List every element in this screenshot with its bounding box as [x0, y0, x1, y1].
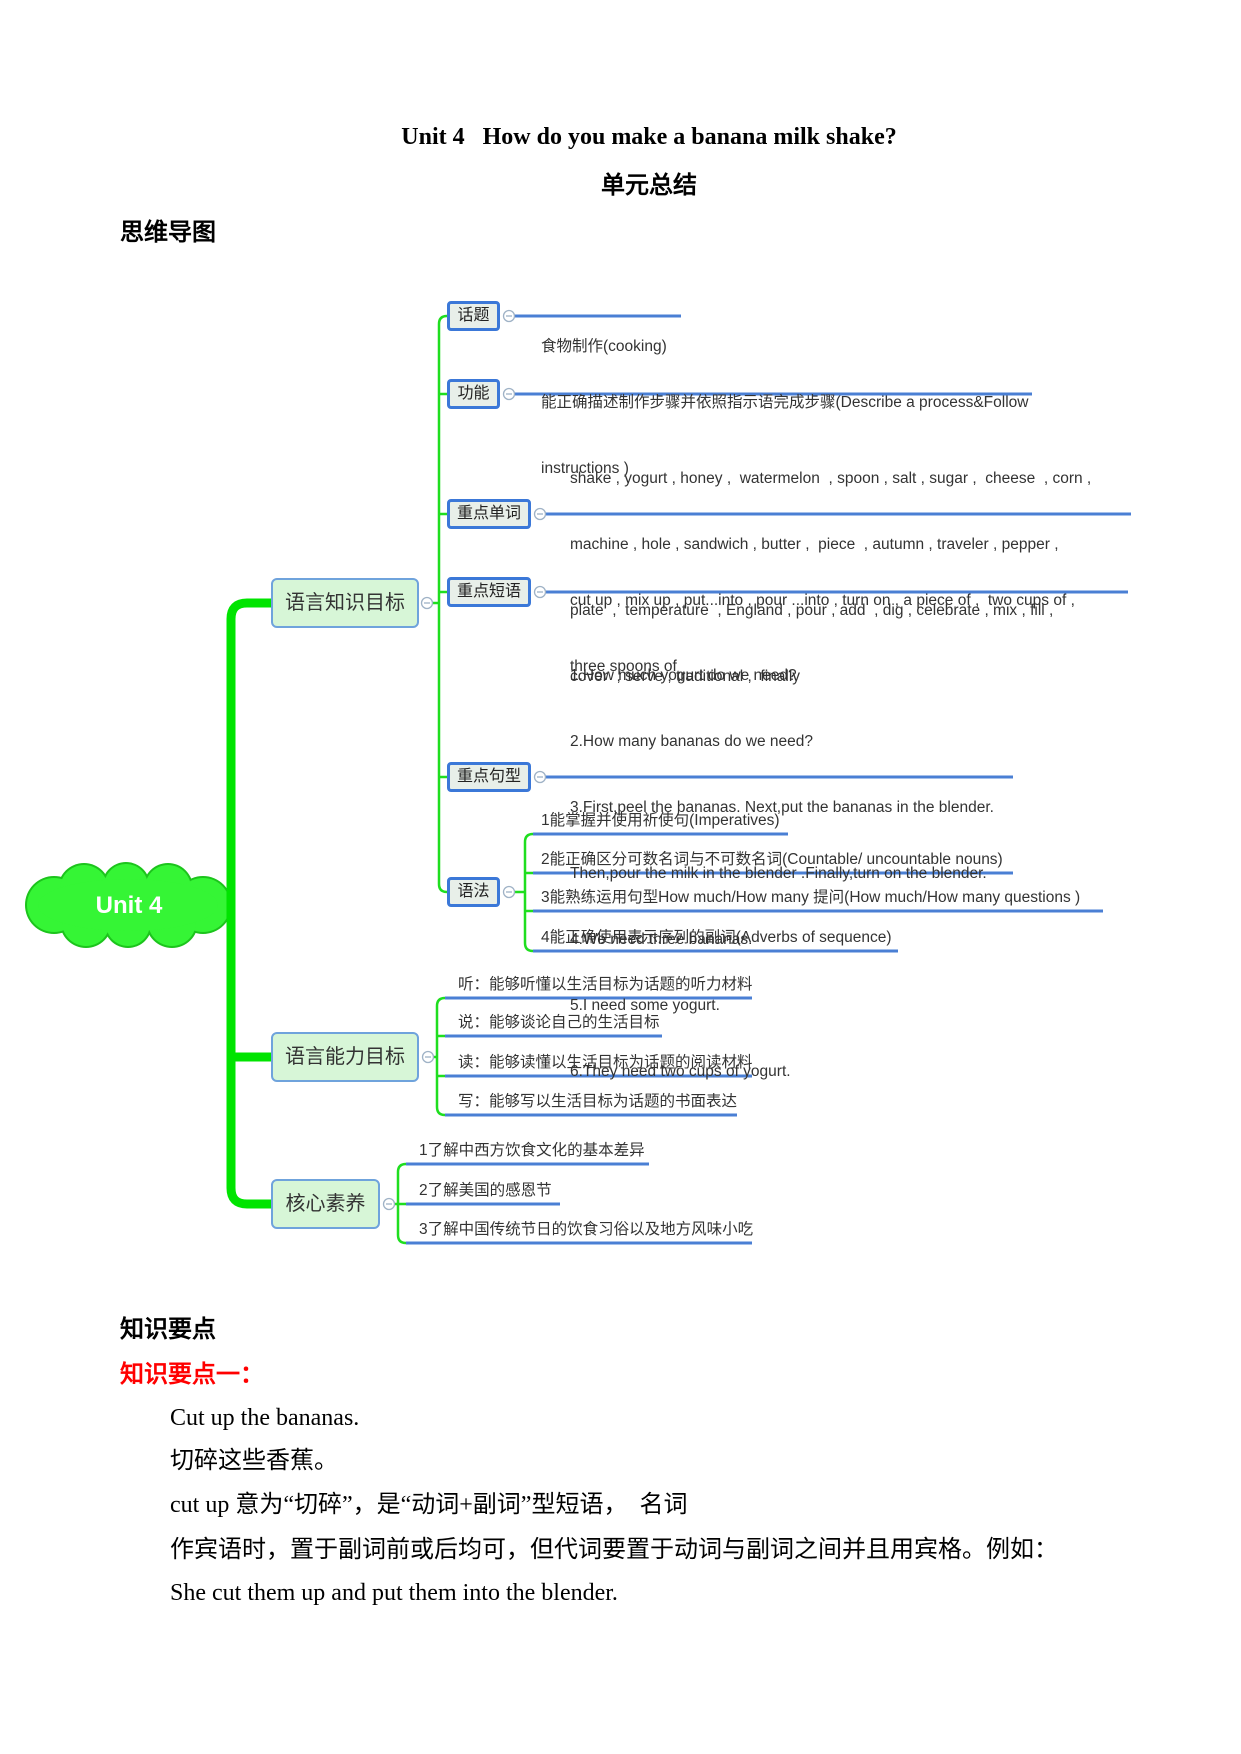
knowledge-branch-spine — [437, 314, 448, 894]
key-sentence-line: 6.They need two cups of yogurt. — [570, 1063, 791, 1080]
mind-map-connectors — [25, 309, 1131, 1245]
key-sentence-line: 2.How many bananas do we need? — [570, 733, 813, 750]
ability-item-reading: 读：能够读懂以生活目标为话题的阅读材料 — [458, 1054, 753, 1071]
topic-line: 食物制作(cooking) — [541, 338, 667, 355]
point-one-heading: 知识要点一： — [120, 1362, 264, 1388]
unit-summary-heading: 单元总结 — [601, 173, 697, 199]
ability-goals-node: 语言能力目标 — [271, 1032, 419, 1082]
topic-text: 食物制作(cooking) — [541, 292, 667, 402]
key-words-text: shake , yogurt , honey , watermelon , sp… — [570, 424, 1091, 732]
root-cloud-shape — [25, 862, 232, 948]
paragraph: She cut them up and put them into the bl… — [170, 1580, 618, 1606]
knowledge-branch-stubs — [439, 392, 447, 779]
key-phrases-line: three spoons of — [570, 658, 677, 675]
key-words-line: cover , serve , traditional , finally — [570, 668, 801, 685]
grammar-item-1: 1能掌握并使用祈使句(Imperatives) — [541, 812, 780, 829]
key-sentences-node: 重点句型 — [447, 762, 531, 792]
function-line: 能正确描述制作步骤并依照指示语完成步骤(Describe a process&F… — [541, 394, 1029, 411]
key-phrases-line: cut up , mix up , put...into , pour ...i… — [570, 592, 1075, 609]
collapse-toggle-icon — [382, 1197, 396, 1211]
grammar-node: 语法 — [447, 877, 500, 907]
key-phrases-node: 重点短语 — [447, 577, 531, 607]
literacy-item-3: 3了解中国传统节日的饮食习俗以及地方风味小吃 — [419, 1221, 754, 1238]
trunk-connector — [226, 598, 271, 1209]
collapse-toggle-icon — [502, 885, 516, 899]
root-cloud-fill — [27, 864, 230, 946]
root-node-label: Unit 4 — [95, 892, 163, 919]
ability-bracket — [435, 996, 446, 1117]
key-sentence-line: 1.How much yogurt do we need? — [570, 667, 797, 684]
collapse-toggle-icon — [502, 387, 516, 401]
paragraph: 切碎这些香蕉。 — [170, 1448, 338, 1474]
ability-item-writing: 写：能够写以生活目标为话题的书面表达 — [458, 1093, 738, 1110]
mind-map: Unit 4 语言知识目标 语言能力目标 核心素养 话题 功能 重点单词 重点短… — [25, 292, 1131, 1245]
literacy-bracket — [396, 1162, 407, 1245]
knowledge-points-heading: 知识要点 — [120, 1317, 216, 1343]
collapse-toggle-icon — [502, 309, 516, 323]
literacy-item-2: 2了解美国的感恩节 — [419, 1182, 552, 1199]
key-sentence-line: 5.I need some yogurt. — [570, 997, 720, 1014]
collapse-toggle-icon — [533, 770, 547, 784]
grammar-item-3: 3能熟练运用句型How much/How many 提问(How much/Ho… — [541, 889, 1081, 906]
function-line: instructions ) — [541, 460, 629, 477]
mind-map-heading: 思维导图 — [120, 220, 216, 246]
key-words-line: plate , temperature , England , pour , a… — [570, 602, 1054, 619]
function-text: 能正确描述制作步骤并依照指示语完成步骤(Describe a process&F… — [541, 348, 1028, 524]
paragraph: Cut up the bananas. — [170, 1405, 360, 1431]
collapse-toggle-icon — [533, 585, 547, 599]
grammar-bracket — [523, 832, 534, 953]
collapse-toggle-icon — [420, 596, 434, 610]
ability-item-listening: 听：能够听懂以生活目标为话题的听力材料 — [458, 976, 753, 993]
paragraph: 作宾语时，置于副词前或后均可，但代词要置于动词与副词之间并且用宾格。例如： — [170, 1537, 1058, 1563]
key-words-line: machine , hole , sandwich , butter , pie… — [570, 536, 1059, 553]
key-words-line: shake , yogurt , honey , watermelon , sp… — [570, 470, 1092, 487]
key-sentences-text: 1.How much yogurt do we need? 2.How many… — [570, 621, 994, 1127]
literacy-item-1: 1了解中西方饮食文化的基本差异 — [419, 1142, 645, 1159]
collapse-toggle-icon — [421, 1050, 435, 1064]
unit-title: Unit 4 How do you make a banana milk sha… — [401, 124, 897, 150]
knowledge-goals-node: 语言知识目标 — [271, 578, 419, 628]
key-phrases-text: cut up , mix up , put...into , pour ...i… — [570, 546, 1075, 722]
function-node: 功能 — [447, 379, 500, 409]
paragraph: cut up 意为“切碎”，是“动词+副词”型短语， 名词 — [170, 1492, 688, 1518]
key-words-node: 重点单词 — [447, 499, 531, 529]
core-literacy-node: 核心素养 — [271, 1179, 380, 1229]
collapse-toggle-icon — [533, 507, 547, 521]
grammar-item-4: 4能正确使用表示序列的副词(Adverbs of sequence) — [541, 929, 892, 946]
topic-node: 话题 — [447, 301, 500, 331]
key-sentence-line: 4.We need three bananas. — [570, 931, 753, 948]
grammar-item-2: 2能正确区分可数名词与不可数名词(Countable/ uncountable … — [541, 851, 1003, 868]
key-sentence-line: 3.First,peel the bananas. Next,put the b… — [570, 799, 994, 816]
ability-item-speaking: 说：能够谈论自己的生活目标 — [458, 1014, 660, 1031]
key-sentence-line: Then,pour the milk in the blender .Final… — [570, 865, 987, 882]
